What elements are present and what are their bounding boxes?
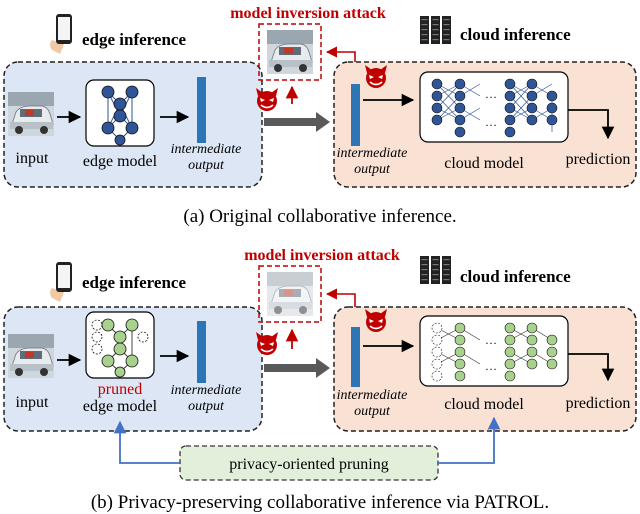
svg-text:model inversion attack: model inversion attack (244, 247, 400, 264)
svg-text:output: output (354, 404, 391, 419)
edge-model-label: edge model (83, 153, 158, 170)
svg-text:edge model: edge model (83, 398, 158, 415)
svg-text:output: output (354, 162, 391, 177)
edge-title: edge inference (82, 30, 186, 49)
svg-text:prediction: prediction (566, 395, 631, 412)
input-label: input (16, 150, 49, 167)
svg-text:cloud model: cloud model (444, 396, 524, 413)
car-image (7, 91, 55, 137)
pruning-label: privacy-oriented pruning (229, 456, 389, 473)
svg-text:intermediate: intermediate (337, 388, 408, 403)
pruned-label: pruned (98, 381, 142, 398)
prediction-label: prediction (566, 151, 631, 168)
intermediate-label-1: intermediate (171, 142, 242, 157)
server-icon (420, 256, 451, 284)
panel-b: edge inference input pruned edge mod (3, 247, 637, 513)
reconstructed-image (266, 29, 314, 75)
svg-text:…: … (485, 333, 497, 347)
svg-text:…: … (485, 359, 497, 373)
edge-model (85, 79, 155, 147)
svg-text:output: output (188, 399, 225, 414)
attack-title: model inversion attack (230, 5, 386, 22)
cloud-title: cloud inference (460, 25, 571, 44)
pruned-edge-model (85, 311, 155, 379)
svg-text:edge inference: edge inference (82, 273, 186, 292)
svg-text:intermediate: intermediate (171, 383, 242, 398)
cloud-model-b: … … (419, 315, 569, 387)
svg-text:intermediate: intermediate (337, 146, 408, 161)
phone-icon (50, 262, 72, 302)
panel-a: edge inference input edge model (3, 5, 637, 227)
transmit-arrow (264, 112, 330, 132)
caption-b: (b) Privacy-preserving collaborative inf… (91, 492, 549, 513)
cloud-model: … … (419, 71, 569, 143)
attack-box (258, 23, 322, 81)
car-image (7, 333, 55, 379)
cloud-model-label: cloud model (444, 155, 524, 172)
svg-text:cloud inference: cloud inference (460, 267, 571, 286)
intermediate-label-2: output (188, 158, 225, 173)
svg-text:…: … (485, 87, 497, 101)
phone-icon (50, 14, 72, 54)
server-icon (420, 16, 451, 44)
intermediate-feature-bar (197, 77, 206, 143)
cloud-feature-bar (351, 84, 360, 146)
svg-text:input: input (16, 394, 49, 411)
caption-a: (a) Original collaborative inference. (183, 206, 456, 227)
svg-text:…: … (485, 115, 497, 129)
